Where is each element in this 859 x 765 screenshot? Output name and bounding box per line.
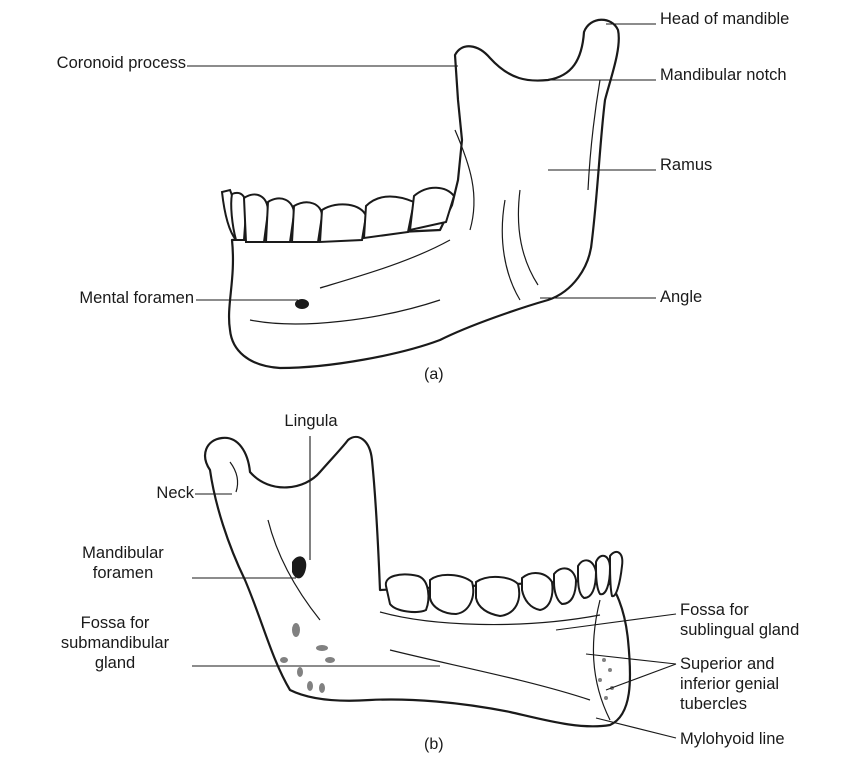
label-genial-line3: tubercles [680, 695, 747, 713]
label-mental-foramen: Mental foramen [10, 289, 194, 307]
caption-a: (a) [424, 366, 444, 384]
caption-b: (b) [424, 736, 444, 754]
label-mandibular-notch: Mandibular notch [660, 66, 787, 84]
mandible-medial-view [192, 436, 676, 738]
label-mandibular-foramen-line2: foramen [52, 564, 194, 582]
label-fossa-sublingual-line2: sublingual gland [680, 621, 799, 639]
label-genial-line2: inferior genial [680, 675, 779, 693]
label-fossa-submandibular-line1: Fossa for [38, 614, 192, 632]
label-fossa-submandibular-line2: submandibular [38, 634, 192, 652]
label-head-of-mandible: Head of mandible [660, 10, 789, 28]
mandible-lateral-view [187, 20, 656, 368]
label-lingula: Lingula [266, 412, 356, 430]
label-mandibular-foramen-line1: Mandibular [52, 544, 194, 562]
label-neck: Neck [60, 484, 194, 502]
label-mylohyoid-line: Mylohyoid line [680, 730, 785, 748]
label-angle: Angle [660, 288, 702, 306]
label-fossa-sublingual-line1: Fossa for [680, 601, 749, 619]
label-coronoid-process: Coronoid process [10, 54, 186, 72]
label-genial-line1: Superior and [680, 655, 774, 673]
label-ramus: Ramus [660, 156, 712, 174]
label-fossa-submandibular-line3: gland [38, 654, 192, 672]
